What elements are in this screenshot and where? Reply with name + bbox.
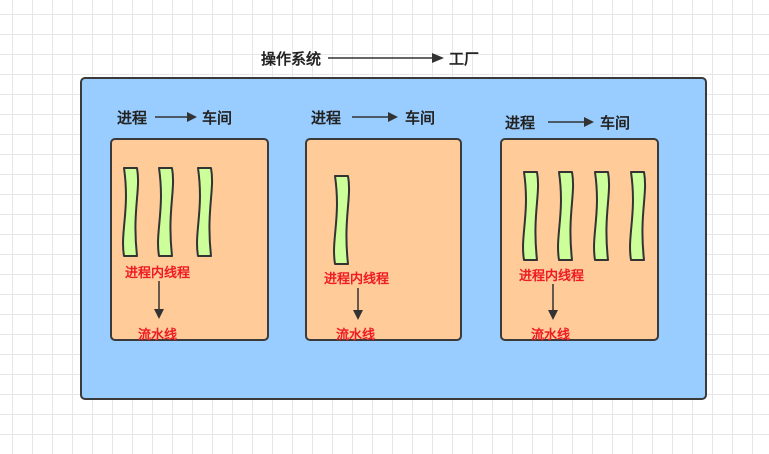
pipeline-label: 流水线 [336,328,376,343]
pipeline-label: 流水线 [138,328,178,343]
thread-shape [122,167,140,257]
process-arrow [548,117,594,127]
thread-shape [196,167,214,257]
thread-shape [629,171,647,261]
process-arrow [155,112,197,122]
down-arrow [548,284,558,320]
workshop-label: 车间 [405,109,436,127]
os-label: 操作系统 [261,50,322,68]
workshop-label: 车间 [600,114,631,132]
thread-label: 进程内线程 [324,272,390,287]
thread-shape [157,167,175,257]
process-label: 进程 [505,114,536,132]
workshop-label: 车间 [202,109,233,127]
process-box-2 [305,138,462,341]
thread-label: 进程内线程 [519,269,585,284]
process-label: 进程 [117,109,148,127]
pipeline-label: 流水线 [531,328,571,343]
thread-shape [522,171,540,261]
down-arrow [353,288,363,320]
header-arrow [328,53,444,63]
process-label: 进程 [311,109,342,127]
thread-label: 进程内线程 [125,266,191,281]
thread-shape [333,175,351,265]
process-arrow [352,112,398,122]
thread-shape [557,171,575,261]
thread-shape [593,171,611,261]
down-arrow [154,281,164,319]
factory-label: 工厂 [449,50,480,68]
